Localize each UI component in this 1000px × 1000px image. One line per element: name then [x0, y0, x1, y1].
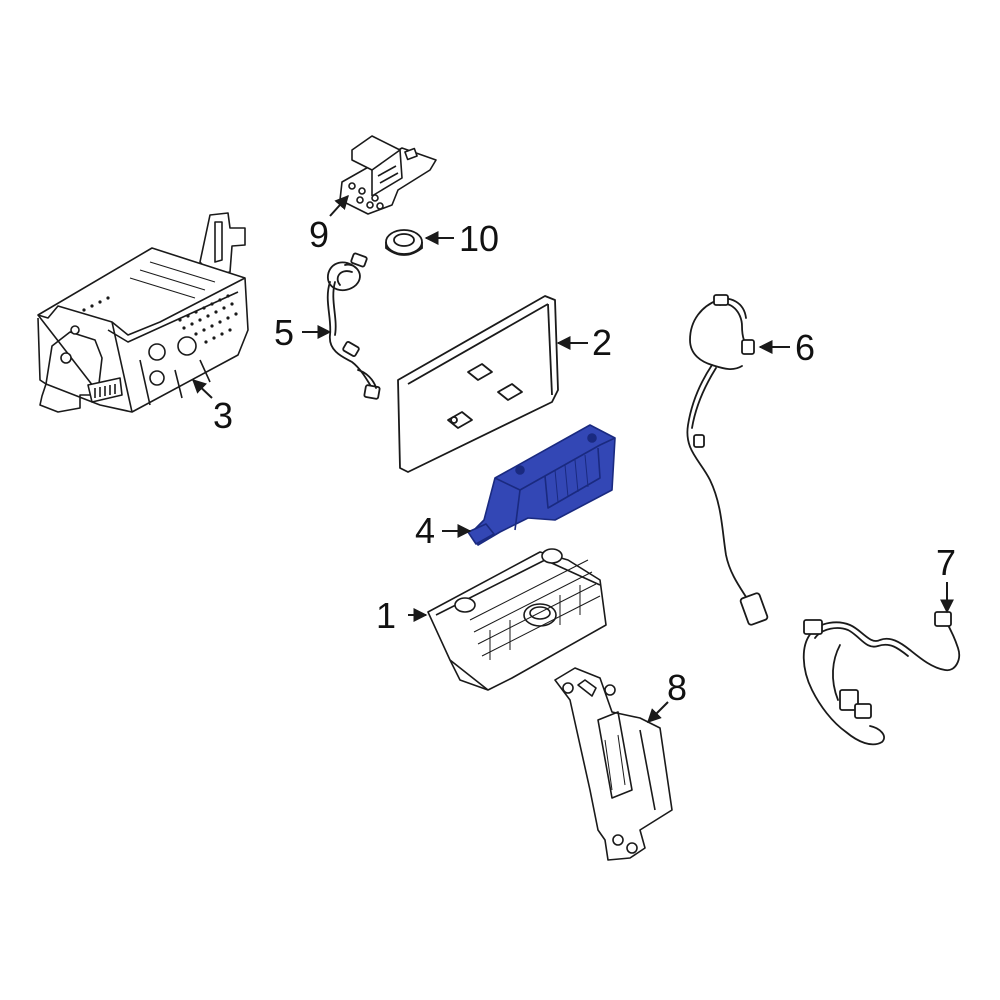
part-4-control-module-highlighted[interactable]: [468, 425, 615, 545]
callout-label-9[interactable]: 9: [309, 214, 330, 255]
leader-3: [191, 379, 213, 399]
leader-8: [647, 701, 669, 723]
part-9-bracket[interactable]: [340, 136, 436, 214]
callout-label-8[interactable]: 8: [667, 667, 688, 708]
leader-9: [329, 194, 349, 217]
callout-label-6[interactable]: 6: [795, 327, 816, 368]
part-8-bracket[interactable]: [555, 668, 672, 860]
callout-label-1[interactable]: 1: [376, 595, 397, 636]
part-6-cable[interactable]: [687, 295, 768, 626]
part-3-amplifier-module[interactable]: [38, 213, 248, 412]
part-10-grommet[interactable]: [386, 230, 422, 255]
callout-label-4[interactable]: 4: [415, 510, 436, 551]
callout-label-3[interactable]: 3: [213, 395, 234, 436]
part-5-wiring-harness[interactable]: [328, 253, 380, 399]
callout-leaders: [191, 194, 954, 723]
part-2-display-panel[interactable]: [398, 296, 558, 472]
callout-label-2[interactable]: 2: [592, 322, 613, 363]
part-1-control-panel[interactable]: [428, 549, 606, 690]
callout-label-10[interactable]: 10: [459, 218, 500, 259]
callout-label-7[interactable]: 7: [936, 542, 957, 583]
callout-label-5[interactable]: 5: [274, 312, 295, 353]
part-7-wiring-harness[interactable]: [804, 612, 959, 744]
